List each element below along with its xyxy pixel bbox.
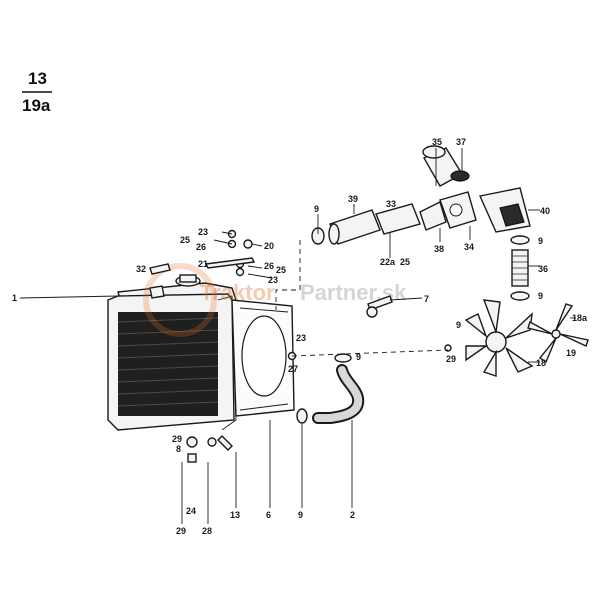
label-34: 34 bbox=[464, 242, 474, 252]
fan-18 bbox=[464, 299, 534, 377]
label-21: 21 bbox=[198, 259, 208, 269]
page-number: 13 19a bbox=[22, 69, 52, 115]
watermark-text-a: Traktor bbox=[200, 280, 275, 305]
gear-icon bbox=[143, 263, 217, 337]
label-18: 18 bbox=[536, 358, 546, 368]
label-22a: 22a bbox=[380, 257, 396, 267]
label-9-b: 9 bbox=[298, 510, 303, 520]
thermostat-housing bbox=[419, 145, 531, 233]
cap-parts bbox=[149, 229, 452, 361]
label-28: 28 bbox=[202, 526, 212, 536]
label-23-b: 23 bbox=[268, 275, 278, 285]
label-7: 7 bbox=[424, 294, 429, 304]
label-19: 19 bbox=[566, 348, 576, 358]
bypass-hose bbox=[510, 235, 530, 301]
label-9-f: 9 bbox=[456, 320, 461, 330]
label-9-e: 9 bbox=[538, 291, 543, 301]
label-1: 1 bbox=[12, 293, 17, 303]
label-29-a: 29 bbox=[176, 526, 186, 536]
label-25-b: 25 bbox=[276, 265, 286, 275]
fan-shroud bbox=[231, 299, 295, 417]
label-2: 2 bbox=[350, 510, 355, 520]
label-29-b: 29 bbox=[172, 434, 182, 444]
label-36: 36 bbox=[538, 264, 548, 274]
fan-18a bbox=[527, 303, 589, 364]
page-number-top: 13 bbox=[28, 69, 47, 88]
label-38: 38 bbox=[434, 244, 444, 254]
label-32: 32 bbox=[136, 264, 146, 274]
label-24: 24 bbox=[186, 506, 196, 516]
label-29-c: 29 bbox=[446, 354, 456, 364]
page-number-bottom: 19a bbox=[22, 96, 51, 115]
label-35: 35 bbox=[432, 137, 442, 147]
radiator-core bbox=[117, 312, 219, 416]
label-6: 6 bbox=[266, 510, 271, 520]
label-18a: 18a bbox=[572, 313, 588, 323]
label-26-a: 26 bbox=[196, 242, 206, 252]
label-23-c: 23 bbox=[296, 333, 306, 343]
label-23-a: 23 bbox=[198, 227, 208, 237]
label-37: 37 bbox=[456, 137, 466, 147]
label-13: 13 bbox=[230, 510, 240, 520]
upper-pipe bbox=[311, 203, 421, 245]
lower-hose bbox=[296, 353, 365, 424]
label-25-a: 25 bbox=[180, 235, 190, 245]
label-27: 27 bbox=[288, 364, 298, 374]
label-40: 40 bbox=[540, 206, 550, 216]
label-26-b: 26 bbox=[264, 261, 274, 271]
label-39: 39 bbox=[348, 194, 358, 204]
label-25-c: 25 bbox=[400, 257, 410, 267]
radiator bbox=[107, 274, 237, 431]
label-33: 33 bbox=[386, 199, 396, 209]
bolt bbox=[366, 295, 393, 318]
label-9-d: 9 bbox=[538, 236, 543, 246]
leader-lines bbox=[19, 148, 576, 524]
label-9-c: 9 bbox=[356, 352, 361, 362]
part-labels: 1 2 6 7 8 9 9 9 9 9 9 13 18 18a 19 20 21… bbox=[12, 137, 588, 536]
label-20: 20 bbox=[264, 241, 274, 251]
label-8: 8 bbox=[176, 444, 181, 454]
label-9-a: 9 bbox=[314, 204, 319, 214]
drain-parts bbox=[186, 435, 233, 463]
